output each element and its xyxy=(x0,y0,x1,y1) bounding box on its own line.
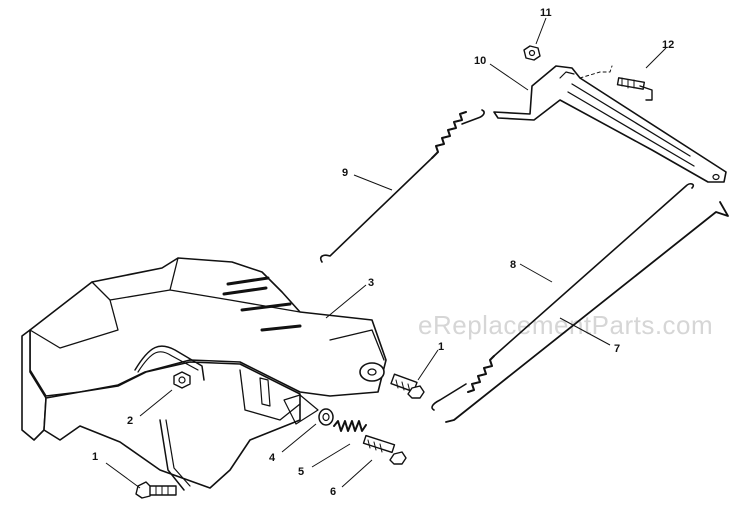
callout-1-left: 1 xyxy=(92,451,98,463)
callout-2: 2 xyxy=(127,415,133,427)
callout-10: 10 xyxy=(474,55,486,67)
leader-lines xyxy=(105,17,667,489)
part-7-long-rod xyxy=(445,201,729,423)
part-11-nut xyxy=(523,45,541,61)
part-1-bolt-right xyxy=(390,373,425,399)
callout-4: 4 xyxy=(269,452,276,464)
part-6-shoulder-bolt xyxy=(362,434,407,465)
callout-6: 6 xyxy=(330,486,336,498)
part-1-bolt-left xyxy=(135,481,177,499)
callout-3: 3 xyxy=(368,277,374,289)
part-12-pin xyxy=(616,77,653,101)
part-3-deflector-housing xyxy=(21,257,387,491)
callout-9: 9 xyxy=(342,167,348,179)
callout-12: 12 xyxy=(662,39,674,51)
assembly-line xyxy=(579,65,613,79)
part-5-spring xyxy=(333,420,367,432)
part-10-control-bracket xyxy=(493,65,727,183)
callout-11: 11 xyxy=(540,7,552,19)
callout-5: 5 xyxy=(298,466,304,478)
part-8-control-rod xyxy=(431,183,695,411)
callout-1-right: 1 xyxy=(438,341,444,353)
watermark: eReplacementParts.com xyxy=(418,310,713,340)
callout-7: 7 xyxy=(614,343,620,355)
part-2-nut xyxy=(173,371,191,389)
part-4-washer xyxy=(318,408,334,426)
part-9-control-rod xyxy=(319,109,485,263)
callout-8: 8 xyxy=(510,259,516,271)
